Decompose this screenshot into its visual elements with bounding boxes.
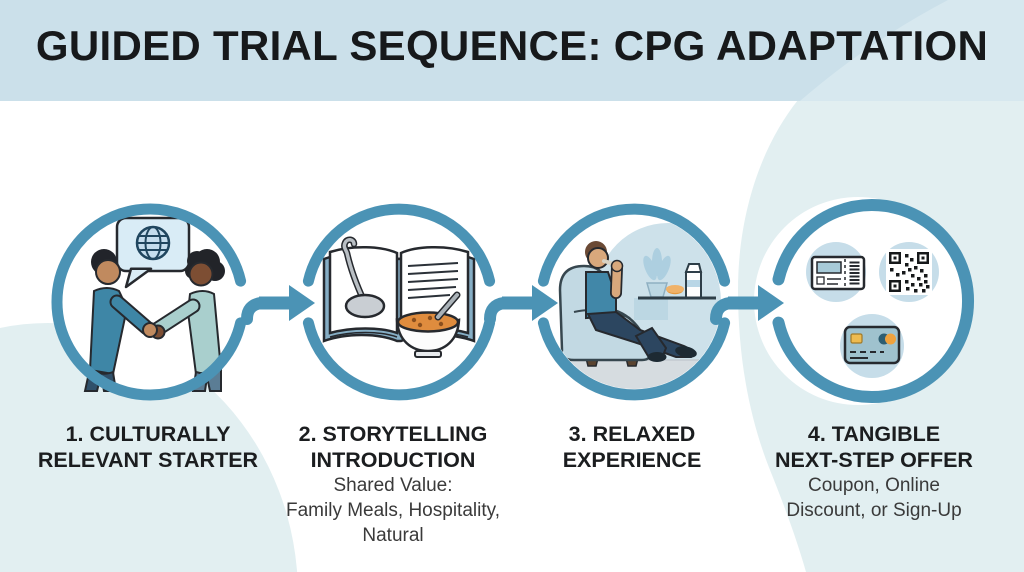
book-text-lines xyxy=(407,262,459,299)
person-relaxing xyxy=(585,241,697,362)
qr-code-icon xyxy=(886,249,932,295)
step-2-ring xyxy=(302,203,496,401)
step-4-subtitle-line-1: Coupon, Online xyxy=(807,475,941,496)
step-2-label: 2. STORYTELLING INTRODUCTION Shared Valu… xyxy=(243,421,543,548)
step-3-title-line-1: 3. RELAXED xyxy=(568,422,696,446)
coupon-qr-card-illustration xyxy=(806,242,939,378)
step-1-title-line-2: RELEVANT STARTER xyxy=(37,448,259,472)
person-left xyxy=(83,249,155,392)
step-1-ring xyxy=(51,203,247,401)
milk-carton-icon xyxy=(684,263,703,299)
page-title: GUIDED TRIAL SEQUENCE: CPG ADAPTATION xyxy=(35,22,989,69)
step-3-ring xyxy=(537,203,731,401)
step-rings xyxy=(51,199,974,403)
coupon-icon xyxy=(810,255,866,291)
step-4-title-line-2: NEXT-STEP OFFER xyxy=(775,448,973,472)
step-2-subtitle-line-2: Family Meals, Hospitality, xyxy=(286,500,500,521)
step-2-subtitle-line-3: Natural xyxy=(362,525,424,546)
step-2-subtitle-line-1: Shared Value: xyxy=(333,475,453,496)
header-swoosh xyxy=(800,0,1024,101)
credit-card-icon xyxy=(843,325,901,365)
step-1-title-line-1: 1. CULTURALLY xyxy=(65,422,231,446)
step-3-label: 3. RELAXED EXPERIENCE xyxy=(482,421,782,473)
step-2-title-line-2: INTRODUCTION xyxy=(310,448,476,472)
step-2-title-line-1: 2. STORYTELLING xyxy=(298,422,488,446)
step-4-subtitle-line-2: Discount, or Sign-Up xyxy=(786,500,962,521)
soup-bowl-icon xyxy=(395,291,461,358)
step-4-ring xyxy=(772,199,974,403)
globe-icon xyxy=(135,225,171,261)
ladle-icon xyxy=(341,236,386,319)
cookbook-soup-illustration xyxy=(322,236,476,358)
handshake-conversation-illustration xyxy=(83,216,225,392)
bottom-left-blob xyxy=(0,323,298,572)
step-1-label: 1. CULTURALLY RELEVANT STARTER xyxy=(0,421,298,473)
step-4-label: 4. TANGIBLE NEXT-STEP OFFER Coupon, Onli… xyxy=(724,421,1024,523)
shelf-items xyxy=(638,248,716,300)
step-3-title-line-2: EXPERIENCE xyxy=(562,448,702,472)
step-4-title-line-1: 4. TANGIBLE xyxy=(807,422,941,446)
plant-icon xyxy=(646,282,668,298)
